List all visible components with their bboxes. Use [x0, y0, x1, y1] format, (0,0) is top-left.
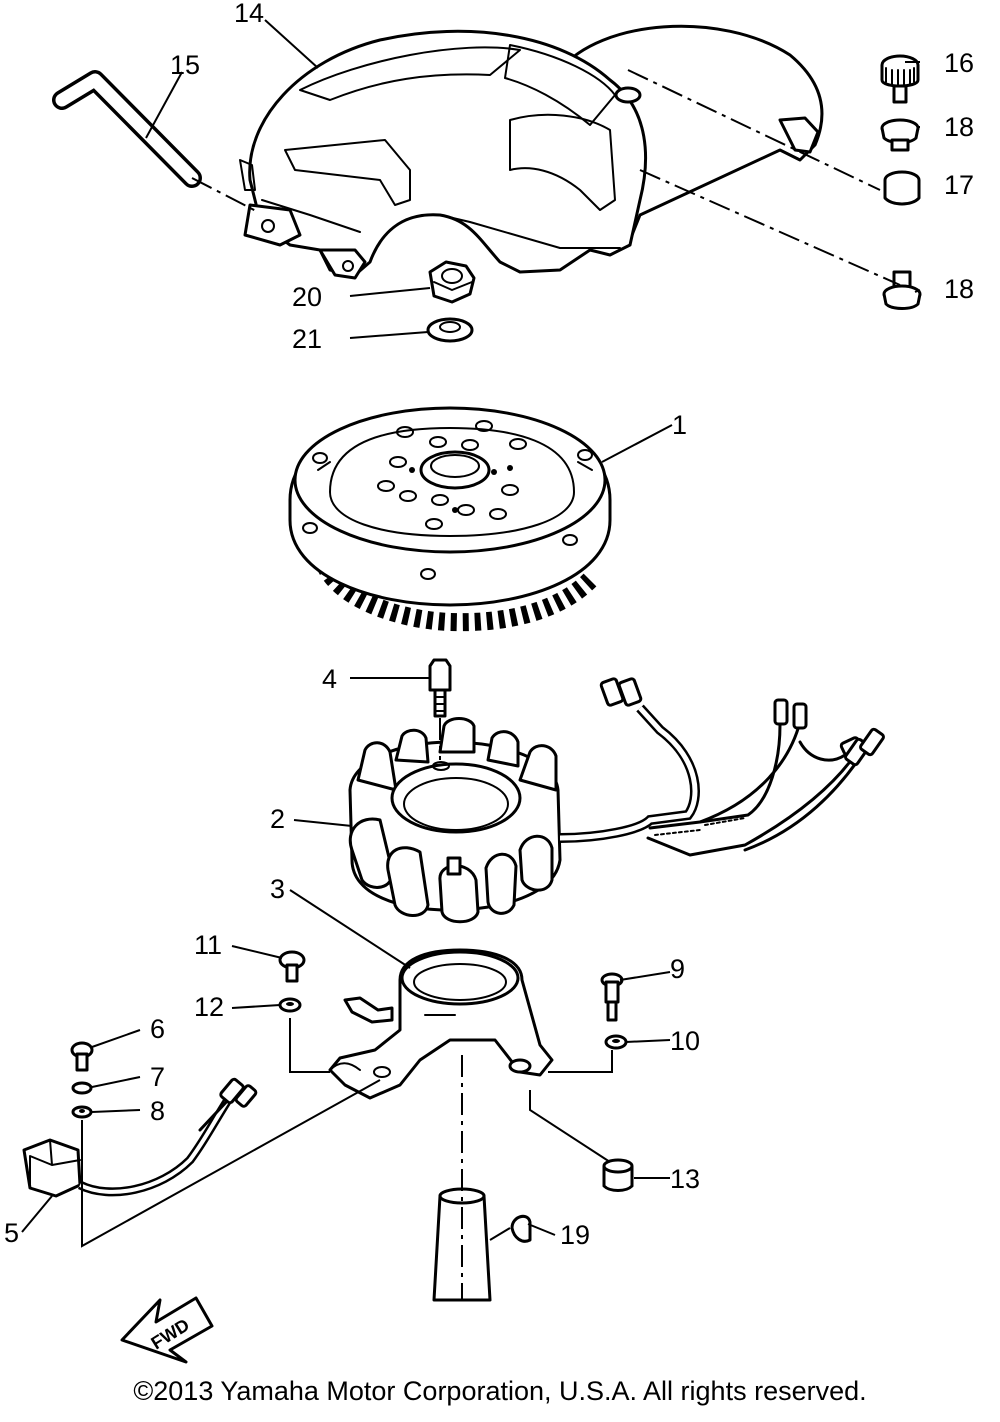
grommet-lower — [882, 270, 922, 310]
callout-17: 17 — [944, 170, 974, 200]
flywheel-cover — [239, 24, 824, 280]
callout-1: 1 — [672, 410, 687, 440]
collar — [602, 1158, 634, 1192]
callout-11: 11 — [194, 930, 222, 960]
hose — [52, 70, 202, 188]
callout-labels: 14 15 16 18 17 18 20 21 1 4 2 3 11 9 12 … — [4, 0, 974, 1250]
callout-8: 8 — [150, 1096, 165, 1126]
plug — [883, 170, 921, 206]
copyright-notice: ©2013 Yamaha Motor Corporation, U.S.A. A… — [133, 1376, 867, 1406]
callout-2: 2 — [270, 804, 285, 834]
stator-coil — [348, 717, 562, 924]
knob-screw — [880, 54, 920, 104]
base-bolt — [600, 972, 624, 1022]
pulser-coil — [22, 1077, 258, 1198]
callout-5: 5 — [4, 1218, 19, 1248]
callout-3: 3 — [270, 874, 285, 904]
callout-16: 16 — [944, 48, 974, 78]
callout-10: 10 — [670, 1026, 700, 1056]
base-screw — [278, 950, 306, 983]
callout-15: 15 — [170, 50, 200, 80]
callout-13: 13 — [670, 1164, 700, 1194]
fwd-arrow-icon: FWD — [120, 1296, 214, 1364]
callout-19: 19 — [560, 1220, 590, 1250]
flywheel-rotor — [288, 406, 612, 632]
callout-4: 4 — [322, 664, 337, 694]
woodruff-key — [510, 1214, 532, 1243]
callout-6: 6 — [150, 1014, 165, 1044]
leader-lines — [21, 19, 921, 1241]
base-screw-washer — [278, 997, 302, 1013]
coil-spring-washer — [71, 1081, 93, 1095]
nut — [428, 260, 476, 304]
callout-18-lower: 18 — [944, 274, 974, 304]
callout-9: 9 — [670, 954, 685, 984]
callout-20: 20 — [292, 282, 322, 312]
stator-base — [328, 948, 554, 1100]
coil-flat-washer — [71, 1105, 93, 1119]
washer — [426, 317, 474, 343]
callout-12: 12 — [194, 992, 224, 1022]
callout-18-upper: 18 — [944, 112, 974, 142]
grommet-upper — [880, 118, 920, 152]
center-lines — [81, 69, 901, 1300]
callout-21: 21 — [292, 324, 322, 354]
stator-bolt — [428, 658, 452, 718]
stator-wire-harness — [559, 677, 885, 857]
base-bolt-washer — [604, 1034, 628, 1050]
callout-14: 14 — [234, 0, 264, 28]
coil-screw — [70, 1041, 94, 1072]
callout-7: 7 — [150, 1062, 165, 1092]
